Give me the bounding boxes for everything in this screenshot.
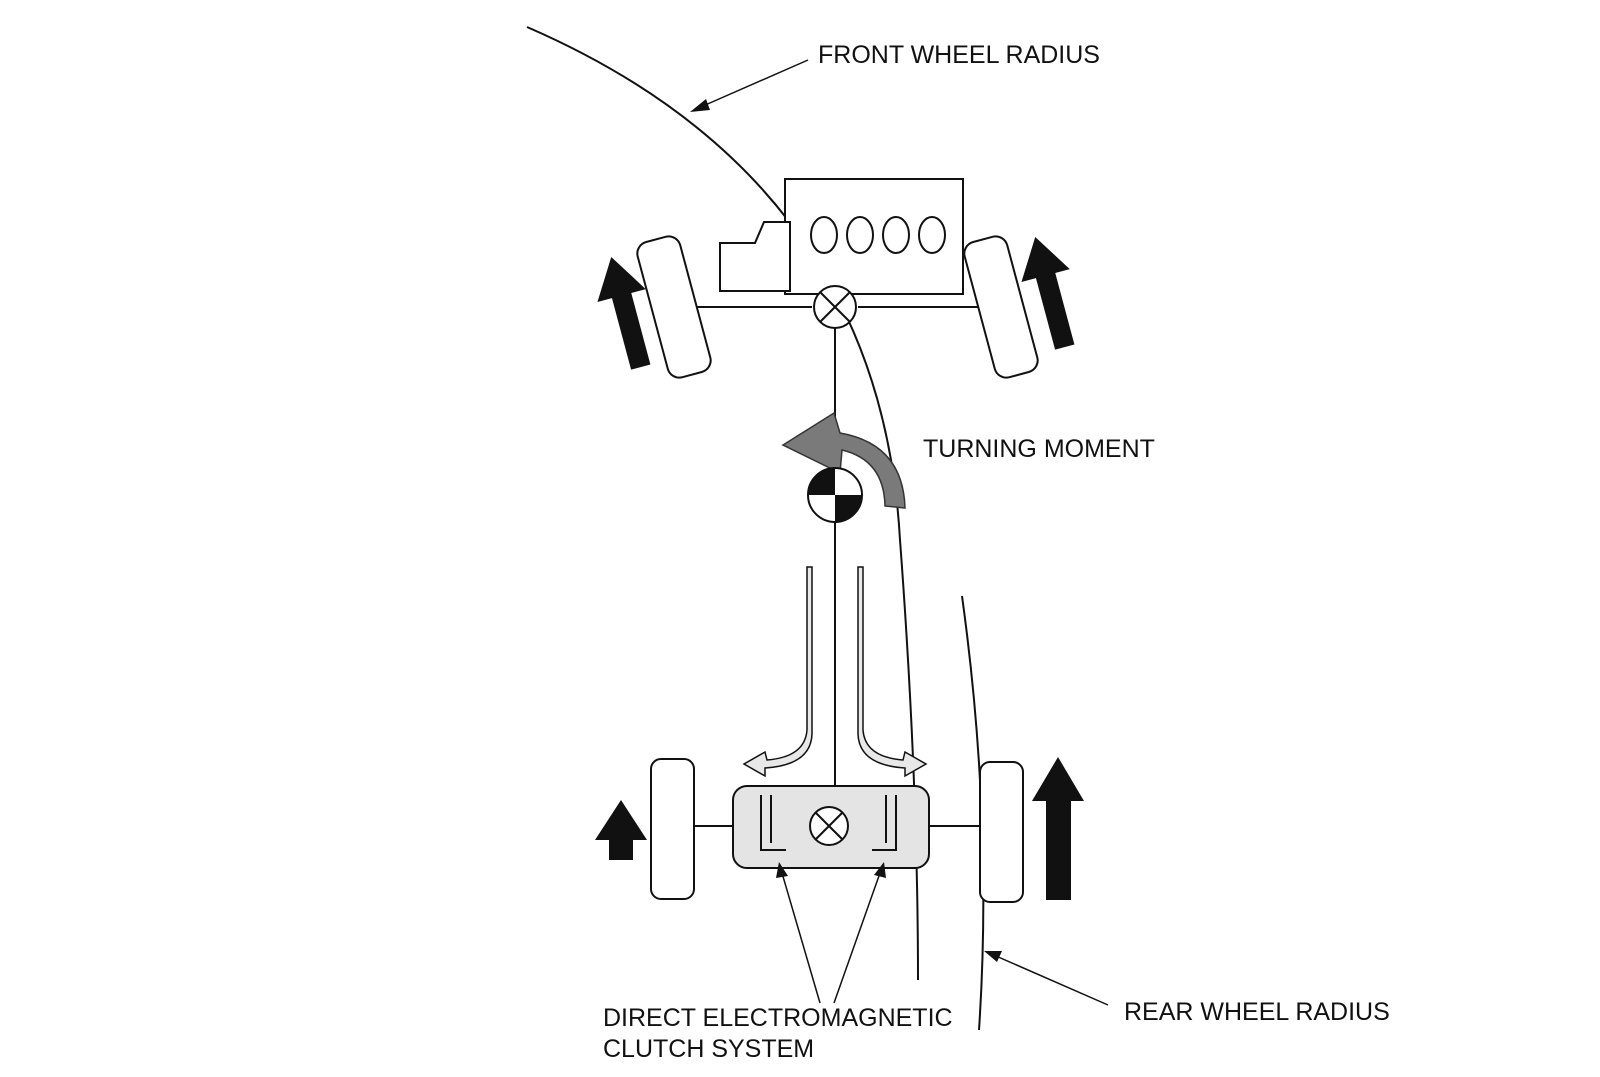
right-clutch-pack	[872, 795, 897, 851]
left-clutch-pack	[760, 795, 786, 851]
front-differential	[813, 285, 857, 329]
center-of-gravity-symbol	[807, 467, 863, 523]
rear-right-wheel	[979, 761, 1024, 903]
rear-left-wheel	[650, 758, 695, 900]
turning-moment-label: TURNING MOMENT	[923, 435, 1155, 463]
clutch-system-label: DIRECT ELECTROMAGNETIC CLUTCH SYSTEM	[603, 1003, 953, 1066]
rear-radius-leader	[984, 951, 1109, 1006]
rear-right-direction-arrow	[1032, 757, 1084, 900]
rear-differential	[809, 806, 849, 846]
rear-wheel-radius-label: REAR WHEEL RADIUS	[1124, 998, 1390, 1026]
front-right-direction-arrow	[1021, 236, 1075, 350]
clutch-leader-lines	[776, 862, 886, 1004]
clutch-system-label-line1: DIRECT ELECTROMAGNETIC	[603, 1004, 953, 1032]
front-wheel-radius-label: FRONT WHEEL RADIUS	[818, 41, 1100, 69]
turning-moment-arrow	[781, 411, 906, 509]
engine-block	[784, 178, 964, 295]
torque-split-right-arrow	[857, 566, 928, 778]
front-left-wheel	[636, 235, 712, 379]
front-left-direction-arrow	[597, 256, 651, 370]
clutch-system-label-line2: CLUTCH SYSTEM	[603, 1035, 815, 1064]
front-radius-leader	[690, 59, 809, 112]
front-right-wheel	[963, 235, 1039, 379]
torque-split-left-arrow	[742, 566, 813, 778]
rear-left-direction-arrow	[595, 800, 647, 860]
transmission	[719, 221, 791, 292]
